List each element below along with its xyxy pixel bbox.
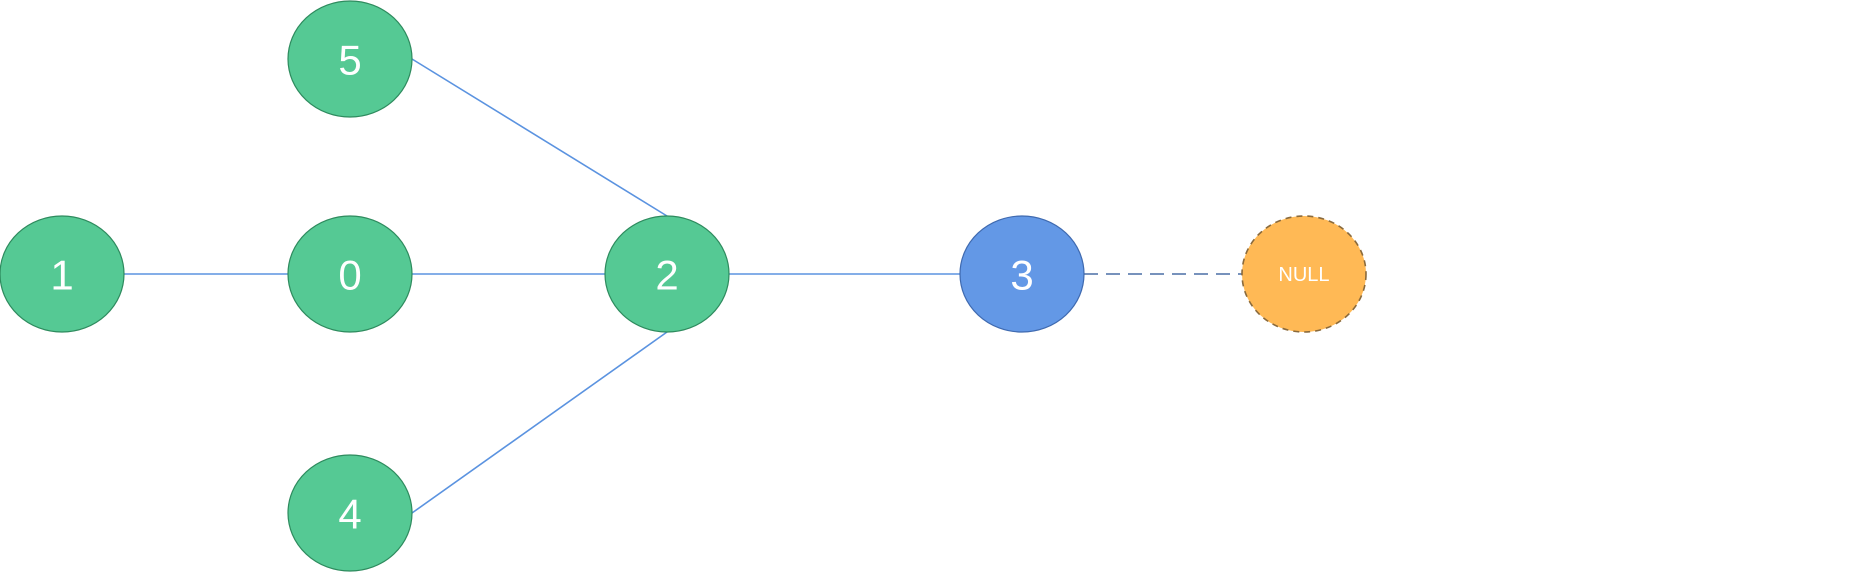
edges-layer	[124, 58, 1242, 514]
node-5-circle	[287, 0, 413, 118]
node-0-label: 0	[338, 252, 361, 299]
node-4-label: 4	[338, 491, 361, 538]
node-null: NULL	[1241, 215, 1367, 333]
node-2-label: 2	[655, 252, 678, 299]
node-0-circle	[287, 215, 413, 333]
node-1-circle	[0, 215, 125, 333]
nodes-layer: 1 0 5 4 2 3 NULL	[0, 0, 1367, 572]
node-1-label: 1	[50, 252, 73, 299]
node-4-circle	[287, 454, 413, 572]
node-3: 3	[959, 215, 1085, 333]
node-null-label: NULL	[1278, 264, 1329, 286]
node-2-circle	[604, 215, 730, 333]
node-3-label: 3	[1010, 252, 1033, 299]
node-5: 5	[287, 0, 413, 118]
node-null-circle	[1241, 215, 1367, 333]
node-4: 4	[287, 454, 413, 572]
edge-5-2	[411, 58, 668, 217]
node-1: 1	[0, 215, 125, 333]
node-5-label: 5	[338, 37, 361, 84]
node-2: 2	[604, 215, 730, 333]
edge-4-2	[411, 331, 668, 514]
node-0: 0	[287, 215, 413, 333]
node-3-circle	[959, 215, 1085, 333]
